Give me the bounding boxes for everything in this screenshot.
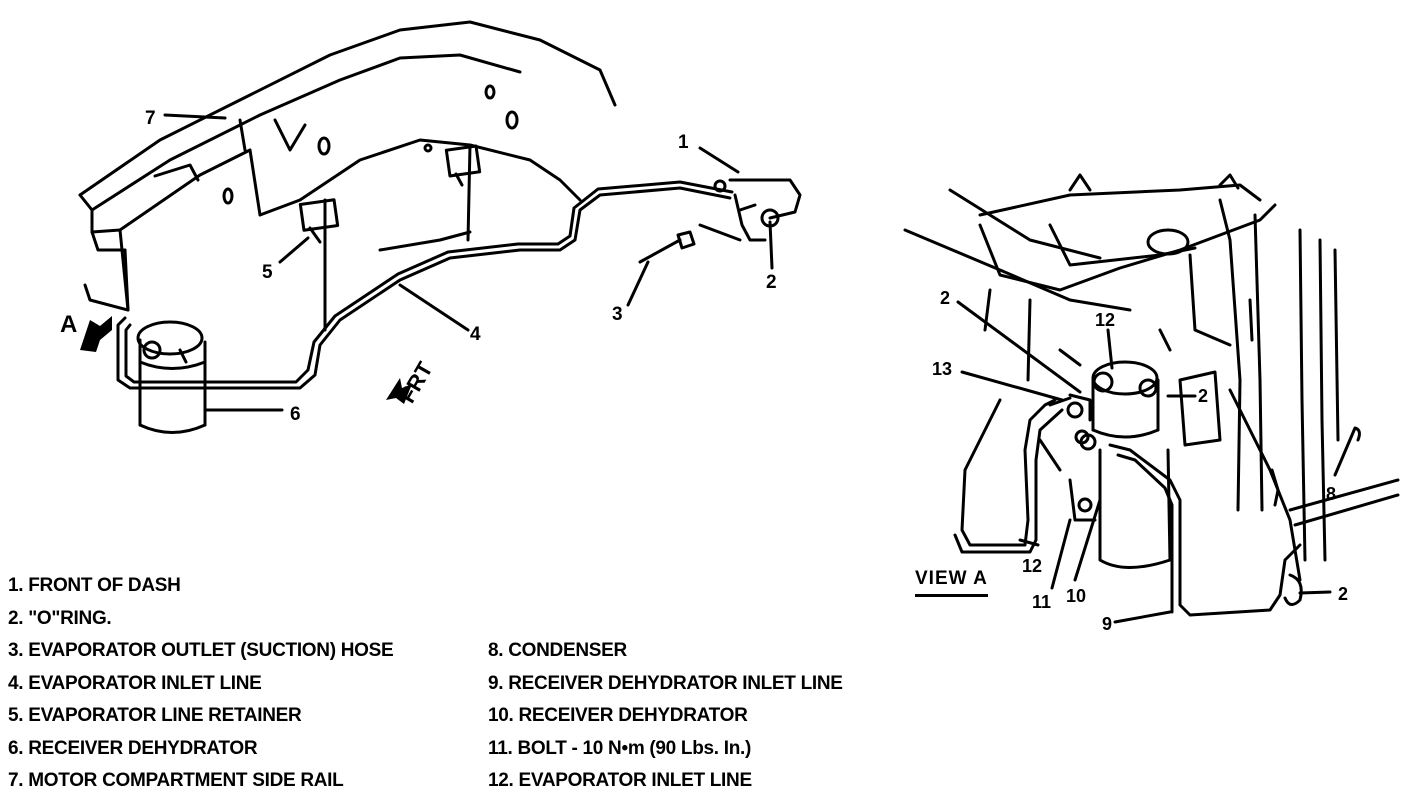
- callout-4: 4: [470, 324, 481, 345]
- callout-leaders-left: [163, 113, 774, 412]
- legend-item: 11. BOLT - 10 N•m (90 Lbs. In.): [488, 737, 752, 759]
- callout-7: 7: [145, 108, 156, 129]
- callout-12-bottom: 12: [1022, 556, 1042, 576]
- view-a-lines: [953, 348, 1303, 617]
- callout-10: 10: [1066, 586, 1086, 606]
- legend-item: 10. RECEIVER DEHYDRATOR: [488, 705, 748, 726]
- legend-item: 5. EVAPORATOR LINE RETAINER: [8, 705, 302, 726]
- callout-12-top: 12: [1095, 310, 1115, 330]
- callout-2-top: 2: [940, 288, 950, 308]
- callout-2-right: 2: [1198, 386, 1208, 406]
- callout-6: 6: [290, 404, 301, 425]
- legend-item: 8. CONDENSER: [488, 640, 627, 661]
- callout-9: 9: [1102, 614, 1112, 634]
- front-arrow-icon: [386, 378, 412, 404]
- legend-item: 4. EVAPORATOR INLET LINE: [8, 672, 262, 694]
- callout-leaders-right: [956, 300, 1361, 624]
- legend-item: 12. EVAPORATOR INLET LINE: [488, 770, 752, 791]
- arrow-a-label: A: [60, 311, 77, 338]
- callout-2: 2: [766, 272, 777, 293]
- view-a-title: VIEW A: [915, 568, 988, 597]
- receiver-dehydrator-left: [136, 320, 207, 434]
- side-rail: [78, 20, 617, 332]
- front-of-dash-fitting: [698, 178, 802, 242]
- legend-item: 1. FRONT OF DASH: [8, 575, 181, 596]
- callout-1: 1: [678, 132, 689, 153]
- legend-item: 6. RECEIVER DEHYDRATOR: [8, 737, 258, 759]
- view-a-arrow: [80, 316, 112, 352]
- legend-left: 1. FRONT OF DASH 2. "O"RING. 3. EVAPORAT…: [8, 570, 394, 798]
- callout-2-bottom: 2: [1338, 584, 1348, 604]
- callout-8: 8: [1326, 484, 1336, 504]
- view-a-frame: [903, 173, 1400, 582]
- legend-right: 8. CONDENSER 9. RECEIVER DEHYDRATOR INLE…: [488, 635, 843, 798]
- legend-item: 3. EVAPORATOR OUTLET (SUCTION) HOSE: [8, 640, 394, 661]
- suction-hose: [638, 230, 696, 264]
- callout-13: 13: [932, 359, 952, 379]
- callout-3: 3: [612, 304, 623, 325]
- evaporator-line-retainers: [298, 143, 482, 244]
- legend-item: 7. MOTOR COMPARTMENT SIDE RAIL: [8, 770, 344, 791]
- callout-5: 5: [262, 262, 273, 283]
- callout-11: 11: [1032, 592, 1051, 612]
- legend-item: 2. "O"RING.: [8, 607, 112, 629]
- legend-item: 9. RECEIVER DEHYDRATOR INLET LINE: [488, 672, 843, 694]
- receiver-dehydrator-right: [1068, 360, 1172, 569]
- evaporator-inlet-line: [116, 180, 734, 390]
